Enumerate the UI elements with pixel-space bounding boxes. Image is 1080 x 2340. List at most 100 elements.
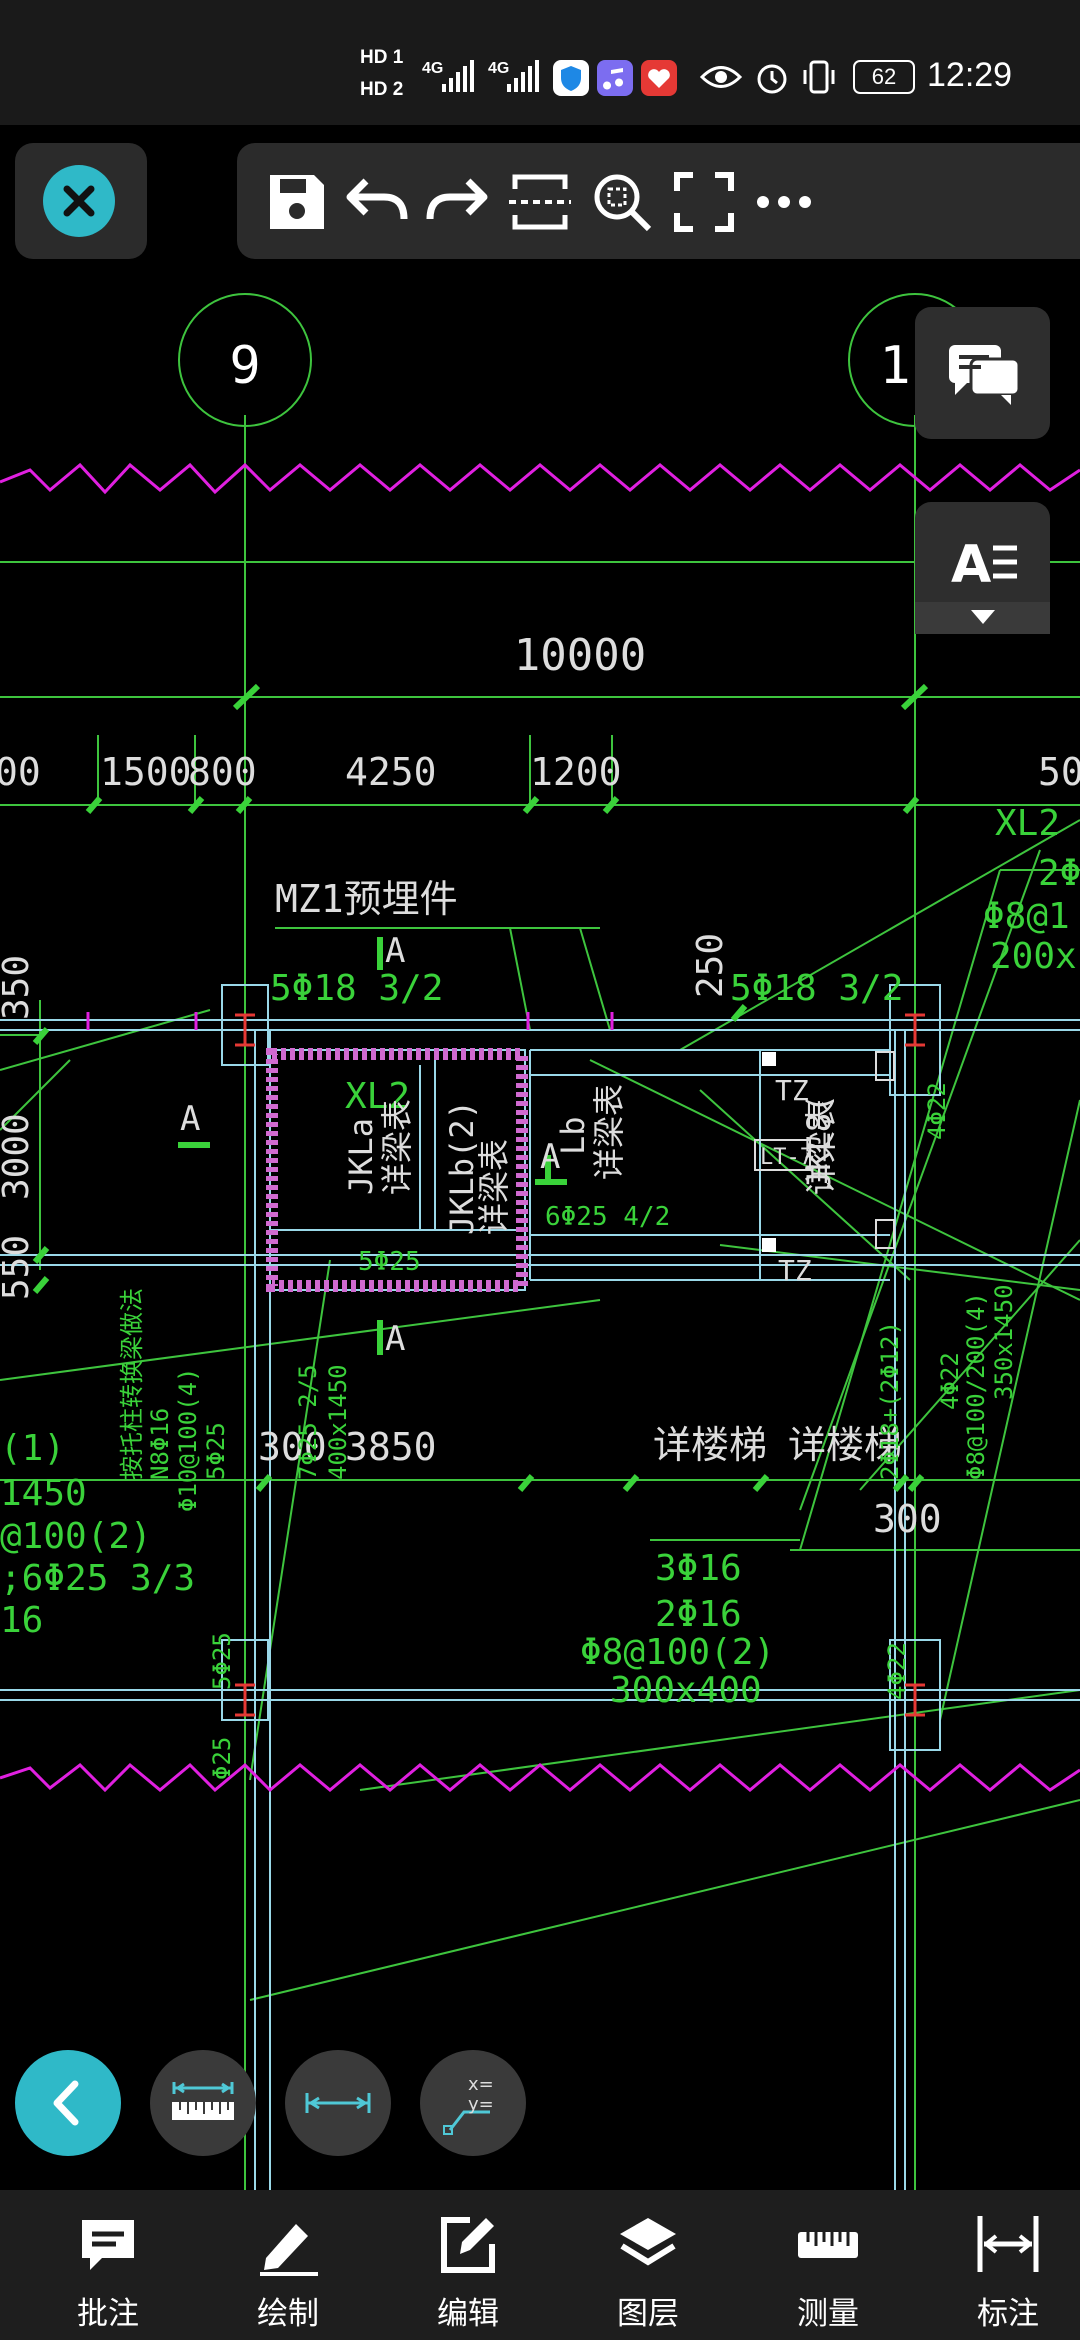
tab-dimension-label: 标注 xyxy=(977,2296,1039,2332)
jkl8-label: JKL8( xyxy=(800,1094,838,1190)
text-style-icon: A xyxy=(915,535,1050,634)
rebar-label-1: 5Φ18 3/2 xyxy=(270,968,443,1009)
beam-stirrup: Φ8@100(2) xyxy=(580,1632,775,1673)
fullscreen-icon[interactable] xyxy=(669,167,739,237)
left-note-5: 16 xyxy=(0,1600,43,1641)
v-note-left-5phi25: 5Φ25 xyxy=(208,1632,236,1690)
music-app-icon xyxy=(597,60,633,96)
ruler-dimension-icon xyxy=(172,2082,234,2120)
lb-table-label: 详梁表 xyxy=(590,1084,628,1180)
coord-y-label: y= xyxy=(468,2094,494,2115)
tab-layers[interactable]: 图层 xyxy=(573,2190,723,2340)
dim-3850: 3850 xyxy=(345,1425,437,1469)
dim-300-right: 300 xyxy=(873,1497,942,1541)
v-note-7phi25: 7Φ25 2/5 xyxy=(294,1364,322,1480)
beam-rebar-1: 3Φ16 xyxy=(655,1548,742,1589)
rebar-label-2: 5Φ18 3/2 xyxy=(730,968,903,1009)
coordinate-icon: x= y= xyxy=(443,2074,494,2135)
save-icon[interactable] xyxy=(262,167,332,237)
back-button[interactable] xyxy=(15,2050,121,2156)
tab-annotation[interactable]: 批注 xyxy=(33,2190,183,2340)
axis-label-9: 9 xyxy=(229,336,260,396)
text-style-button[interactable]: A xyxy=(915,502,1050,634)
signal-icon xyxy=(442,60,474,92)
dim-00: 00 xyxy=(0,750,41,794)
v-note-right-stirrup: Φ8@100/200(4) xyxy=(962,1292,990,1480)
tab-draw[interactable]: 绘制 xyxy=(213,2190,363,2340)
eye-icon xyxy=(700,66,742,88)
annotation-icon xyxy=(82,2220,134,2270)
zoom-window-icon[interactable] xyxy=(587,167,657,237)
stair-label-2: 详楼梯 xyxy=(788,1423,902,1467)
dimension-icon xyxy=(977,2216,1039,2272)
alarm-icon xyxy=(757,64,787,94)
rebar-6phi25: 6Φ25 4/2 xyxy=(545,1202,670,1232)
jklb-table-label: 详梁表 xyxy=(475,1139,513,1235)
cad-drawing[interactable]: 9 1 10000 00 1500 800 4250 1200 50 MZ1预埋… xyxy=(0,125,1080,2190)
node-marker xyxy=(762,1238,776,1252)
svg-text:A: A xyxy=(951,535,991,595)
break-lines xyxy=(0,462,1080,1793)
dim-800: 800 xyxy=(188,750,257,794)
v-note-4phi22-c: 4Φ22 xyxy=(883,1642,911,1700)
dim-1200: 1200 xyxy=(530,750,622,794)
clock: 12:29 xyxy=(927,56,1013,94)
section-mark-a4: A xyxy=(385,1319,405,1359)
xl2-rebar-1: 2Φ xyxy=(1038,853,1080,894)
section-mark-a2: A xyxy=(180,1099,200,1139)
coordinate-button[interactable]: x= y= xyxy=(420,2050,526,2156)
axis-label-1: 1 xyxy=(879,336,910,396)
v-note-4phi22-b: 4Φ22 xyxy=(923,1082,951,1140)
v-dim-350: 350 xyxy=(0,955,37,1020)
battery-icon: 62 xyxy=(853,60,915,94)
tab-dimension[interactable]: 标注 xyxy=(933,2190,1080,2340)
jkla-label: JKLa xyxy=(342,1118,380,1195)
cad-drawing-canvas[interactable]: 9 1 10000 00 1500 800 4250 1200 50 MZ1预埋… xyxy=(0,125,1080,2190)
linear-dimension-button[interactable] xyxy=(285,2050,391,2156)
dim-50: 50 xyxy=(1038,750,1080,794)
undo-icon[interactable] xyxy=(342,167,412,237)
layers-icon xyxy=(620,2218,676,2266)
ruler-dimension-button[interactable] xyxy=(150,2050,256,2156)
tab-edit-label: 编辑 xyxy=(437,2296,499,2332)
v-note-350x1450: 350x1450 xyxy=(990,1284,1018,1400)
stair-label-1: 详楼梯 xyxy=(653,1423,767,1467)
more-icon[interactable] xyxy=(749,167,819,237)
shield-app-icon xyxy=(553,60,589,96)
jkla-table-label: 详梁表 xyxy=(378,1099,416,1195)
tab-draw-label: 绘制 xyxy=(257,2296,319,2332)
wall-hatch xyxy=(266,1048,895,1292)
health-app-icon xyxy=(641,60,677,96)
xl2-rebar-3: 200x xyxy=(990,936,1077,977)
chevron-left-icon xyxy=(53,2080,79,2126)
net1-label: 4G xyxy=(422,60,444,77)
sim1-label: HD 1 xyxy=(360,47,404,68)
sim-indicators: HD 1 HD 2 xyxy=(360,47,404,100)
v-dim-550: 550 xyxy=(0,1235,37,1300)
v-note-stirrup: Φ10@100(4) xyxy=(174,1368,202,1513)
battery-level: 62 xyxy=(871,64,897,89)
tab-edit[interactable]: 编辑 xyxy=(393,2190,543,2340)
chat-icon xyxy=(949,345,1021,405)
close-icon xyxy=(43,165,115,237)
v-note-n8: N8Φ16 xyxy=(146,1408,174,1480)
redo-icon[interactable] xyxy=(422,167,492,237)
jklb-label: JKLb(2) xyxy=(443,1100,481,1235)
v-dim-3000: 3000 xyxy=(0,1113,37,1200)
tab-annotation-label: 批注 xyxy=(77,2296,139,2332)
tab-measure-label: 测量 xyxy=(797,2296,859,2332)
dim-300-left: 300 xyxy=(258,1425,327,1469)
lb-label: Lb xyxy=(554,1116,592,1155)
v-note-transfer: 按托柱转换梁做法 xyxy=(118,1288,146,1480)
tab-measure[interactable]: 测量 xyxy=(753,2190,903,2340)
bottom-tab-bar: 批注 绘制 编辑 图层 测量 标注 xyxy=(0,2190,1080,2340)
crop-view-icon[interactable] xyxy=(505,167,575,237)
section-mark-a1: A xyxy=(385,931,405,971)
coord-x-label: x= xyxy=(468,2074,494,2095)
dim-250: 250 xyxy=(690,933,731,998)
dim-total: 10000 xyxy=(514,630,646,681)
left-note-3: @100(2) xyxy=(0,1516,152,1557)
v-note-4phi22-a: 4Φ22 xyxy=(936,1352,964,1410)
close-button[interactable] xyxy=(15,143,147,259)
comments-button[interactable] xyxy=(915,307,1050,439)
